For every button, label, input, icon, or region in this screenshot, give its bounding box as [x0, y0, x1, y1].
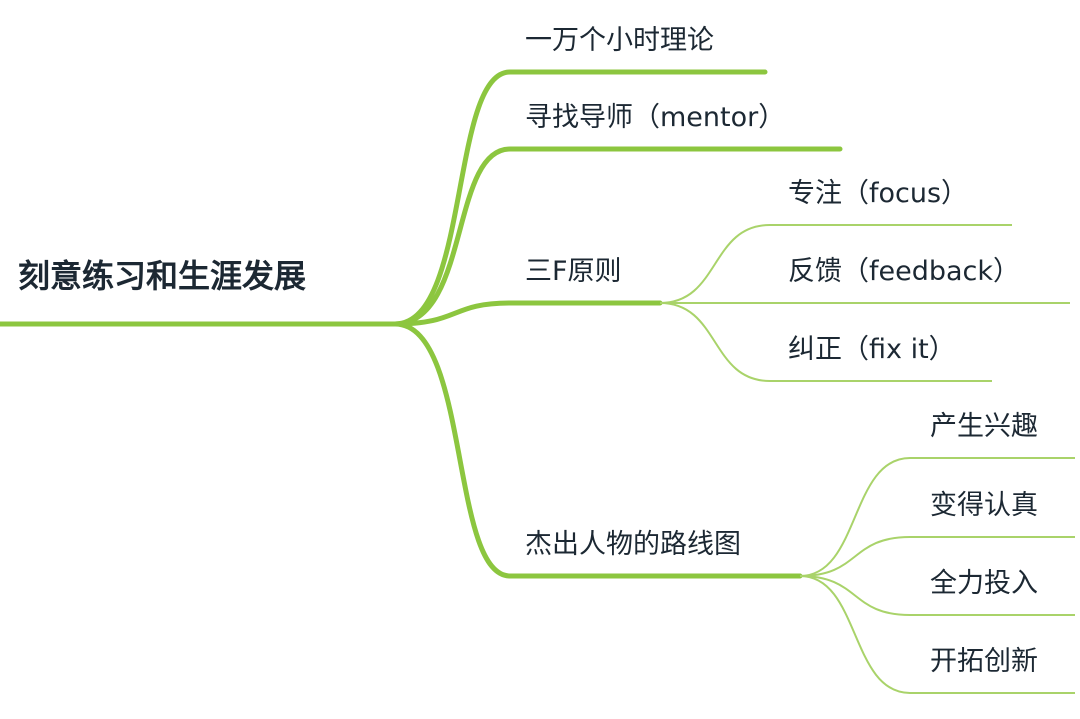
connector-3f-fixit [659, 302, 992, 382]
subtopic-feedback[interactable]: 反馈（feedback） [788, 256, 1021, 287]
subtopic-full-commitment[interactable]: 全力投入 [930, 568, 1038, 599]
subtopic-fix-it[interactable]: 纠正（fix it） [788, 334, 956, 365]
root-topic[interactable]: 刻意练习和生涯发展 [18, 257, 307, 295]
connector-3f-focus [659, 224, 1012, 304]
connector-road-innovate [799, 575, 1075, 694]
subtopic-innovate[interactable]: 开拓创新 [930, 646, 1038, 677]
connector-road-interest [799, 457, 1075, 577]
subtopic-develop-interest[interactable]: 产生兴趣 [930, 411, 1038, 442]
connector-branch-4 [392, 321, 803, 579]
subtopic-get-serious[interactable]: 变得认真 [930, 490, 1038, 521]
branch-find-mentor[interactable]: 寻找导师（mentor） [525, 102, 786, 133]
branch-roadmap-of-experts[interactable]: 杰出人物的路线图 [525, 529, 741, 560]
connector-branch-3 [392, 300, 663, 327]
branch-10000-hours[interactable]: 一万个小时理论 [525, 25, 714, 56]
connector-branch-2 [392, 146, 843, 327]
connector-road-commit [799, 575, 1075, 616]
connector-road-serious [799, 536, 1075, 577]
branch-three-f-principle[interactable]: 三F原则 [525, 256, 622, 287]
subtopic-focus[interactable]: 专注（focus） [788, 178, 969, 209]
connector-branch-1 [392, 69, 768, 327]
